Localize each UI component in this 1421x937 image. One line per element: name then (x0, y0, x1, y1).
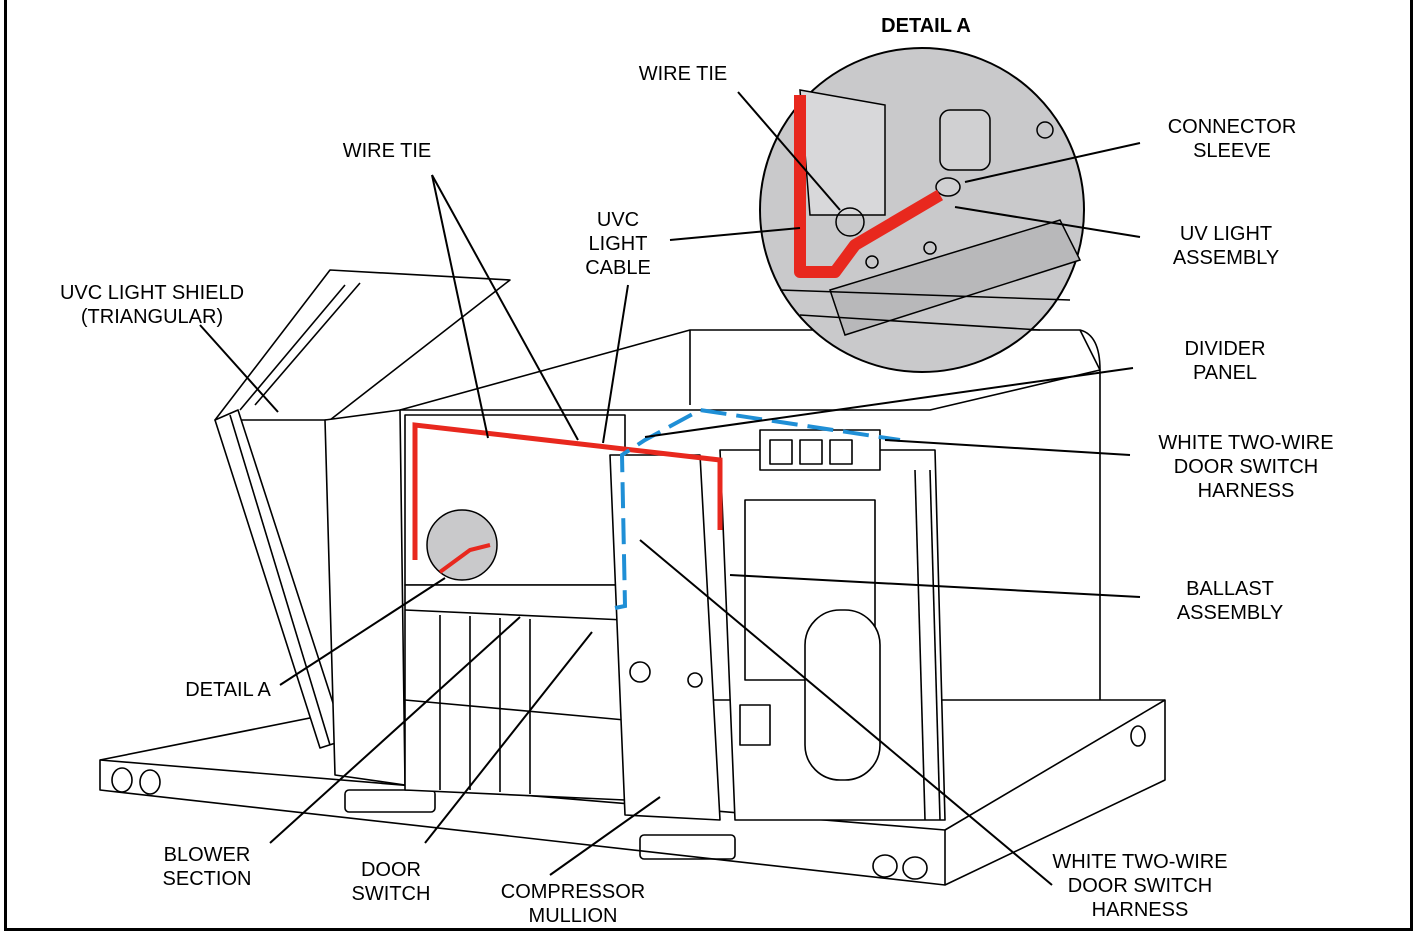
top-frame (399, 329, 1101, 700)
compressor-mullion-art (609, 454, 721, 821)
detail-a-magnified (759, 47, 1085, 373)
detail-a-callout-circle (426, 509, 498, 581)
uvc-cable-line (412, 422, 723, 560)
blower-section-art (324, 409, 626, 801)
connector-sleeve-label: CONNECTOR SLEEVE (1167, 116, 1297, 162)
white-harness-upper-label: WHITE TWO-WIRE DOOR SWITCH HARNESS (1158, 432, 1334, 502)
ballast-assembly-label: BALLAST ASSEMBLY (1176, 578, 1284, 624)
detail-a-callout-label: DETAIL A (185, 679, 271, 701)
white-harness-lower-label: WHITE TWO-WIRE DOOR SWITCH HARNESS (1052, 851, 1228, 921)
drawing-border (4, 0, 1413, 931)
uvc-light-shield-label: UVC LIGHT SHIELD (TRIANGULAR) (59, 282, 245, 328)
wire-tie-main-label: WIRE TIE (342, 140, 432, 162)
wire-tie-detail-label: WIRE TIE (638, 63, 728, 85)
divider-panel-label: DIVIDER PANEL (1184, 338, 1266, 384)
compressor-mullion-label: COMPRESSOR MULLION (500, 881, 646, 927)
uv-light-assembly-label: UV LIGHT ASSEMBLY (1172, 223, 1280, 269)
detail-a-title: DETAIL A (881, 15, 971, 37)
uvc-light-cable-label: UVC LIGHT CABLE (585, 209, 651, 279)
control-section-art (719, 429, 946, 821)
blower-section-label: BLOWER SECTION (162, 844, 252, 890)
leader-lines (199, 91, 1141, 886)
door-switch-harness-line (614, 407, 901, 610)
door-switch-label: DOOR SWITCH (351, 859, 431, 905)
